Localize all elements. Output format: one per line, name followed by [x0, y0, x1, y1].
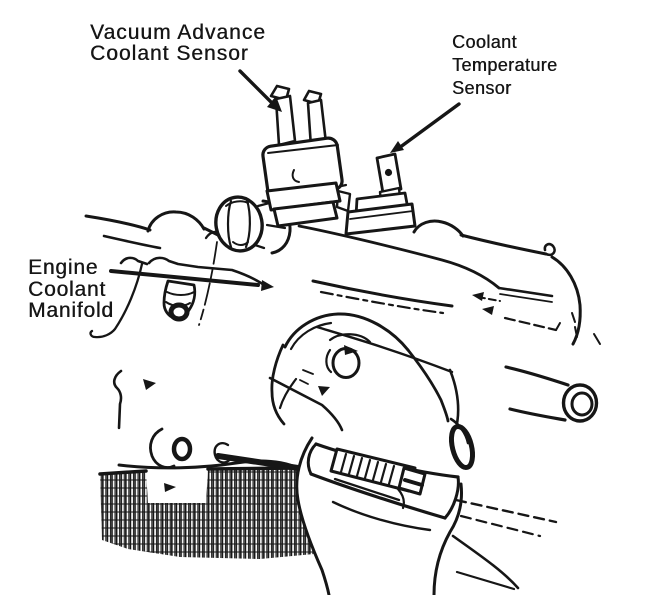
engine-coolant-manifold-drawing [84, 183, 582, 346]
label-vacuum-advance-coolant-sensor: Vacuum Advance Coolant Sensor [90, 22, 266, 64]
label-line: Sensor [452, 78, 512, 98]
vacuum-advance-coolant-sensor-drawing [261, 84, 352, 228]
label-coolant-temperature-sensor: Coolant Temperature Sensor [452, 31, 557, 100]
label-line: Coolant Sensor [90, 42, 249, 65]
label-line: Manifold [28, 299, 114, 322]
hose-clamp-drawing [295, 417, 476, 595]
arrow-engine-coolant-manifold [109, 269, 274, 291]
label-engine-coolant-manifold: Engine Coolant Manifold [28, 257, 114, 322]
label-line: Engine [28, 256, 99, 279]
thermostat-housing-drawing [268, 312, 460, 448]
lower-housing-drawing [112, 369, 301, 492]
label-line: Temperature [452, 55, 558, 75]
label-line: Coolant [452, 32, 517, 52]
callout-arrows [109, 69, 461, 291]
arrow-vacuum-advance-sensor [238, 69, 282, 112]
detail-lines-drawing [451, 498, 558, 591]
coolant-temperature-sensor-drawing [344, 152, 417, 236]
label-line: Vacuum Advance [90, 21, 266, 44]
label-line: Coolant [28, 277, 106, 301]
arrow-coolant-temperature-sensor [390, 102, 461, 153]
nipple-fitting-drawing [162, 279, 197, 322]
engine-block-hatching [98, 466, 314, 559]
outlet-pipe-drawing [504, 333, 601, 423]
